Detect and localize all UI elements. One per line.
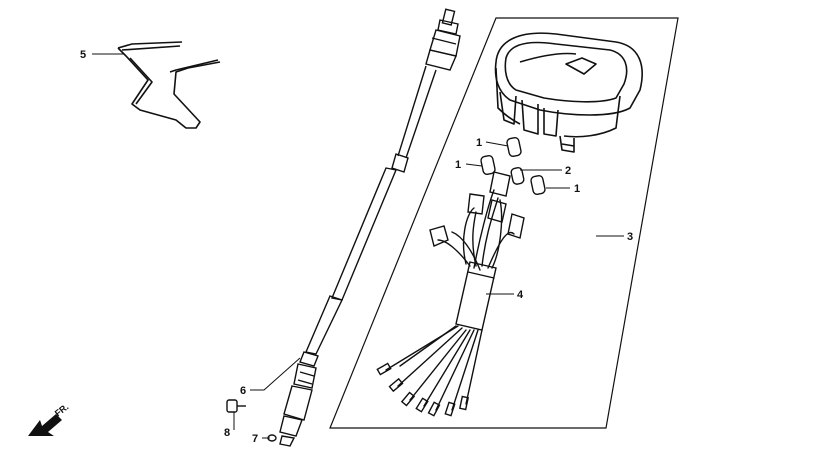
assembly-boundary: [329, 17, 679, 429]
callout-6: 6: [240, 385, 246, 397]
front-direction-arrow: FR.: [28, 402, 70, 436]
callout-1b: 1: [455, 159, 461, 171]
bolt-part: [226, 399, 246, 413]
callout-1c: 1: [574, 183, 580, 195]
bulb-part: [480, 136, 546, 196]
callout-4: 4: [517, 289, 524, 301]
callout-3: 3: [627, 231, 633, 243]
wire-harness-part: [376, 171, 525, 417]
callout-5: 5: [80, 49, 86, 61]
callout-2: 2: [565, 165, 571, 177]
callout-1a: 1: [476, 137, 482, 149]
callout-7: 7: [252, 433, 258, 445]
wire-clip-part: [117, 41, 221, 129]
leader-lines: [92, 53, 624, 439]
speedometer-cable-part: [279, 8, 461, 447]
callout-8: 8: [224, 427, 230, 439]
speedometer-housing-part: [494, 32, 643, 153]
